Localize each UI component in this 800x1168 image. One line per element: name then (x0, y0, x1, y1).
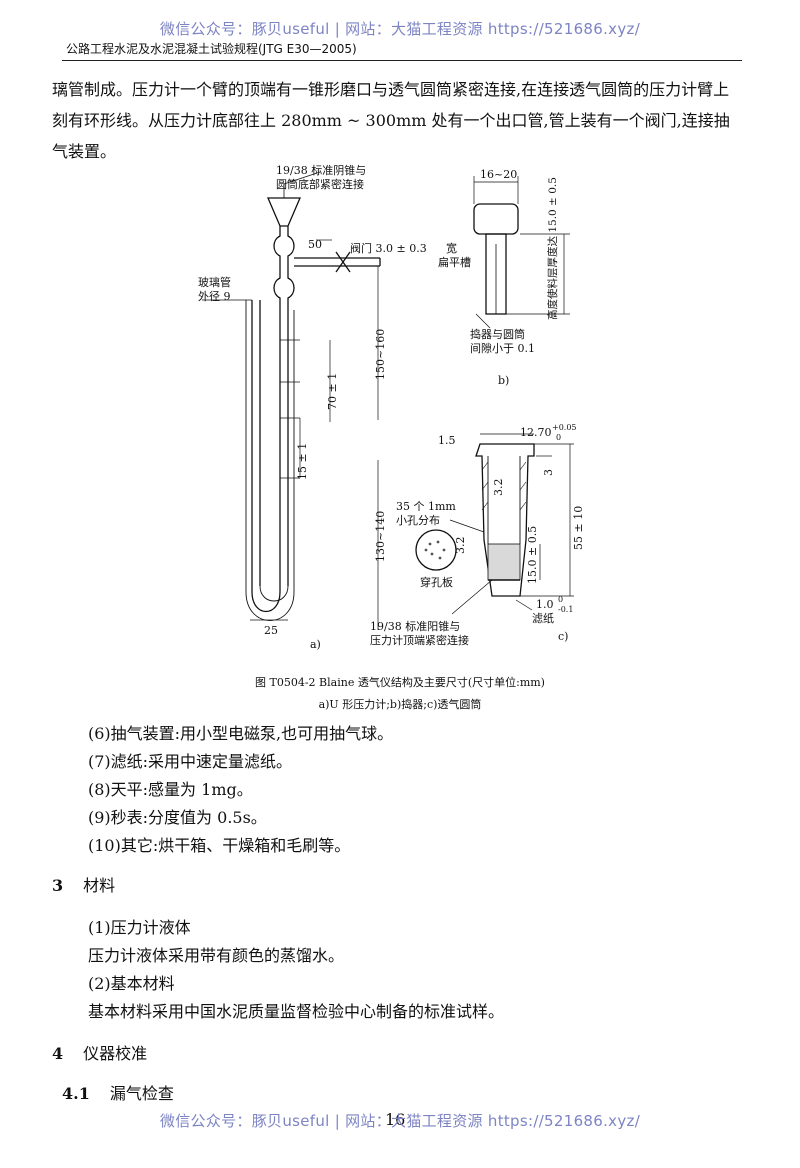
c-tol-low: 0 (556, 433, 561, 442)
c-tol-up: +0.05 (552, 423, 577, 432)
b-gap1: 捣器与圆筒 (470, 327, 525, 341)
a-label: a) (310, 638, 321, 651)
section-3-title: 材料 (83, 876, 116, 895)
section-4-1-title: 漏气检查 (109, 1084, 174, 1103)
c-conn2: 压力计顶端紧密连接 (370, 633, 469, 647)
a-glass2: 外径 9 (198, 290, 231, 303)
material-line: 压力计液体采用带有颜色的蒸馏水。 (88, 946, 345, 965)
b-height: 高度使料层厚度达 15.0 ± 0.5 (546, 177, 559, 320)
c-dim-3: 3 (542, 469, 555, 476)
a-valve: 阀门 3.0 ± 0.3 (350, 241, 427, 255)
a-dim-25: 25 (264, 624, 278, 637)
section-4-1-number: 4.1 (62, 1084, 90, 1103)
section-4-heading: 4 仪器校准 (52, 1040, 147, 1064)
figure-blaine-apparatus: 19/38 标准阴锥与 圆筒底部紧密连接 50 阀门 3.0 ± 0.3 玻璃管… (198, 163, 585, 651)
c-plate: 穿孔板 (420, 575, 453, 589)
c-dim-1-0: 1.0 (536, 598, 554, 611)
c-dim-55: 55 ± 10 (572, 506, 585, 550)
running-header: 公路工程水泥及水泥混凝土试验规程(JTG E30—2005) (66, 42, 357, 56)
a-dim-70: 70 ± 1 (326, 373, 339, 410)
watermark-bottom: 微信公众号：豚贝useful | 网站：大猫工程资源 https://52168… (159, 1112, 641, 1130)
header-rule (62, 60, 742, 61)
b-label: b) (498, 374, 509, 387)
section-4-title: 仪器校准 (83, 1044, 148, 1063)
figure-caption: 图 T0504-2 Blaine 透气仪结构及主要尺寸(尺寸单位:mm) (255, 676, 545, 689)
c-dim-1-0-up: 0 (558, 595, 563, 604)
c-conn1: 19/38 标准阳锥与 (370, 619, 460, 633)
a-glass1: 玻璃管 (198, 275, 231, 289)
figure-c-cell: 1.5 12.70 +0.05 0 3 3.2 35 个 1mm 小孔分布 3.… (370, 423, 585, 647)
list-item: (9)秒表:分度值为 0.5s。 (88, 808, 267, 827)
section-3-number: 3 (52, 876, 64, 895)
c-dim-15-0: 15.0 ± 0.5 (526, 526, 539, 584)
c-label: c) (558, 630, 568, 643)
b-wide2: 扁平槽 (438, 256, 471, 269)
c-holes1: 35 个 1mm (396, 500, 456, 513)
a-dim-150: 150~160 (374, 329, 387, 380)
list-item: (10)其它:烘干箱、干燥箱和毛刷等。 (88, 836, 351, 855)
watermark-top: 微信公众号：豚贝useful | 网站：大猫工程资源 https://52168… (159, 20, 641, 38)
c-filter: 滤纸 (532, 612, 554, 625)
figure-b-plunger: 16~20 宽 扁平槽 高度使料层厚度达 15.0 ± 0.5 捣器与圆筒 间隙… (438, 168, 570, 387)
a-dim-130: 130~140 (374, 511, 387, 562)
c-dim-1-0-low: -0.1 (558, 605, 573, 614)
c-dim-3-2b: 3.2 (454, 537, 467, 555)
c-holes2: 小孔分布 (396, 514, 440, 527)
figure-a-manometer: 19/38 标准阴锥与 圆筒底部紧密连接 50 阀门 3.0 ± 0.3 玻璃管… (198, 163, 427, 651)
list-item: (7)滤纸:采用中速定量滤纸。 (88, 752, 293, 771)
page-number: 16 (385, 1110, 406, 1129)
list-item: (6)抽气装置:用小型电磁泵,也可用抽气球。 (88, 724, 394, 743)
b-wide1: 宽 (446, 241, 457, 255)
c-dim-12-70: 12.70 (520, 426, 552, 439)
intro-paragraph: 璃管制成。压力计一个臂的顶端有一锥形磨口与透气圆筒紧密连接,在连接透气圆筒的压力… (52, 80, 730, 161)
material-line: (2)基本材料 (88, 974, 175, 993)
b-gap2: 间隙小于 0.1 (470, 341, 535, 355)
a-conn-top2: 圆筒底部紧密连接 (276, 177, 364, 191)
section-4-1-heading: 4.1 漏气检查 (62, 1080, 174, 1104)
material-line: 基本材料采用中国水泥质量监督检验中心制备的标准试样。 (88, 1002, 505, 1021)
section-4-number: 4 (52, 1044, 64, 1063)
c-dim-1-5: 1.5 (438, 434, 456, 447)
a-dim-15: 15 ± 1 (296, 443, 309, 480)
c-dim-3-2a: 3.2 (492, 479, 505, 497)
b-dim-16: 16~20 (480, 168, 517, 181)
a-dim-50: 50 (308, 238, 322, 251)
figure-subcaption: a)U 形压力计;b)捣器;c)透气圆筒 (318, 698, 482, 711)
material-line: (1)压力计液体 (88, 918, 191, 937)
section-3-heading: 3 材料 (52, 872, 115, 896)
list-item: (8)天平:感量为 1mg。 (88, 780, 253, 799)
a-conn-top: 19/38 标准阴锥与 (276, 163, 366, 177)
